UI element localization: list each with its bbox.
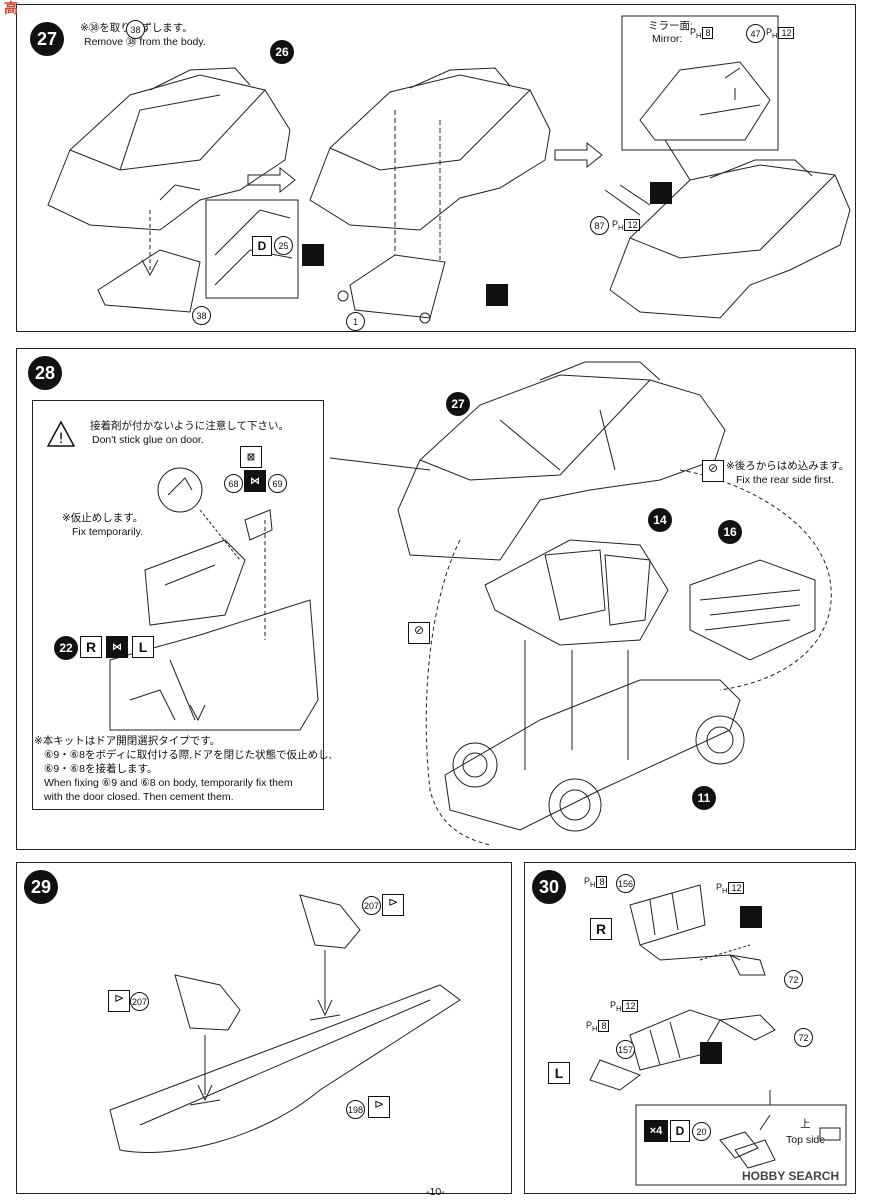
- step-28-callout-22: 22: [54, 636, 78, 660]
- warning-icon: !: [46, 420, 76, 448]
- step-28-rear-jp: ※後ろからはめ込みます。: [726, 460, 850, 472]
- step-28-callout-16: 16: [718, 520, 742, 544]
- no-cement-icon: ⊘: [408, 622, 430, 644]
- step-28-note-1: ※本キットはドア開閉選択タイプです。: [34, 735, 221, 747]
- step-28-fix-en: Fix temporarily.: [72, 526, 143, 538]
- step-29-part-198: 198: [346, 1100, 365, 1119]
- cement-icon: ⊳: [382, 894, 404, 916]
- hobby-search-watermark: HOBBY SEARCH: [742, 1169, 840, 1183]
- cement-icon: [486, 284, 508, 306]
- step-28-door-join: ⋈: [106, 636, 128, 658]
- step-28-warn-jp: 接着剤が付かないように注意して下さい。: [90, 420, 289, 432]
- step-27-part-1: 1: [346, 312, 365, 331]
- step-28-part-join-icon: ⋈: [244, 470, 266, 492]
- step-27-instruction-en: Remove ㊳ from the body.: [84, 36, 206, 48]
- page-number: -10-: [426, 1186, 445, 1198]
- step-27-part-47: 47: [746, 24, 765, 43]
- step-28-door-l: L: [132, 636, 154, 658]
- step-30-top-jp: 上: [800, 1118, 811, 1130]
- step-27-part-25: 25: [274, 236, 293, 255]
- step-28-callout-27: 27: [446, 392, 470, 416]
- step-28-part-69: 69: [268, 474, 287, 493]
- step-28-note-3: ⑥9・⑥8を接着します。: [44, 763, 158, 775]
- svg-text:!: !: [58, 431, 64, 447]
- cement-icon: ⊳: [368, 1096, 390, 1118]
- no-cement-icon: ⊘: [702, 460, 724, 482]
- step-28-glue-68-69: ⊠: [240, 446, 262, 468]
- step-27-part-38: 38: [192, 306, 211, 325]
- step-30-top-en: Top side: [786, 1134, 826, 1146]
- step-27-d-label: D: [252, 236, 272, 256]
- step-28-warn-en: Don't stick glue on door.: [92, 434, 204, 446]
- step-28-note-4: When fixing ⑥9 and ⑥8 on body, temporari…: [44, 777, 293, 789]
- step-28-door-r: R: [80, 636, 102, 658]
- step-30-quantity-x4: ×4: [644, 1120, 668, 1142]
- cement-icon: [740, 906, 762, 928]
- cement-icon: ⊳: [108, 990, 130, 1012]
- step-30-d-label: D: [670, 1120, 690, 1142]
- step-28-rear-en: Fix the rear side first.: [736, 474, 835, 486]
- step-29-panel: [16, 862, 512, 1194]
- step-27-part-38-ref: 38: [126, 20, 145, 39]
- step-29-part-207b: 207: [130, 992, 149, 1011]
- step-28-note-5: with the door closed. Then cement them.: [44, 791, 234, 803]
- step-30-part-157: 157: [616, 1040, 635, 1059]
- cement-icon: [700, 1042, 722, 1064]
- step-30-part-20: 20: [692, 1122, 711, 1141]
- step-29-part-207a: 207: [362, 896, 381, 915]
- step-30-part-72b: 72: [794, 1028, 813, 1047]
- step-27-number: 27: [30, 22, 64, 56]
- step-30-label-l: L: [548, 1062, 570, 1084]
- step-30-number: 30: [532, 870, 566, 904]
- step-28-number: 28: [28, 356, 62, 390]
- step-28-callout-11: 11: [692, 786, 716, 810]
- step-27-callout-26: 26: [270, 40, 294, 64]
- step-30-label-r: R: [590, 918, 612, 940]
- step-28-fix-jp: ※仮止めします。: [62, 512, 144, 524]
- step-28-note-2: ⑥9・⑥8をボディに取付ける際,ドアを閉じた状態で仮止めし,: [44, 749, 332, 761]
- step-28-callout-14: 14: [648, 508, 672, 532]
- step-30-part-156: 156: [616, 874, 635, 893]
- step-28-part-68: 68: [224, 474, 243, 493]
- step-27-mirror-jp: ミラー面:: [648, 20, 693, 32]
- step-29-number: 29: [24, 870, 58, 904]
- site-watermark-top: 高: [4, 0, 18, 16]
- step-30-part-72a: 72: [784, 970, 803, 989]
- cement-icon: [302, 244, 324, 266]
- step-27-mirror-en: Mirror:: [652, 33, 683, 45]
- step-27-part-87: 87: [590, 216, 609, 235]
- cement-icon: [650, 182, 672, 204]
